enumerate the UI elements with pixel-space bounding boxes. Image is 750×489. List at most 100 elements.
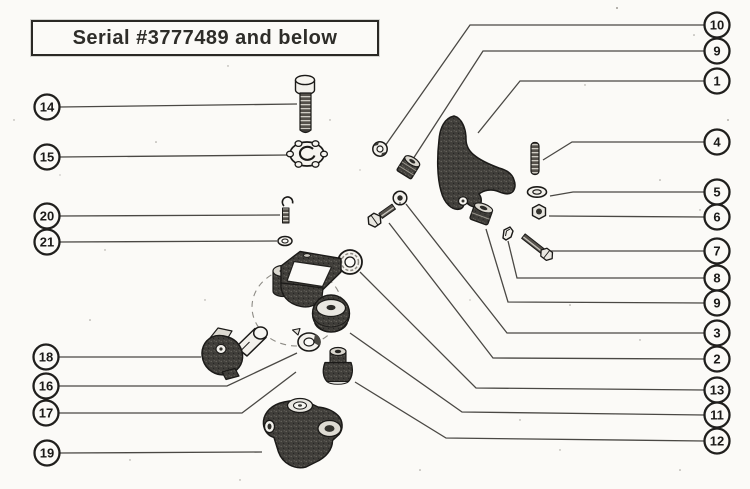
callout-5-group bbox=[549, 191, 704, 197]
callout-bubble-6-13: 6 bbox=[703, 203, 731, 231]
callout-bubble-19-7: 19 bbox=[33, 439, 61, 467]
callout-bubble-14-0: 14 bbox=[33, 93, 61, 121]
callout-16-group bbox=[59, 352, 298, 387]
callout-number: 12 bbox=[710, 434, 724, 449]
threaded-stud-icon bbox=[530, 141, 540, 176]
leader-line bbox=[359, 271, 705, 391]
leader-line bbox=[59, 451, 263, 454]
leader-line bbox=[354, 381, 705, 442]
callout-bubble-17-6: 17 bbox=[32, 399, 60, 427]
flat-washer-icon bbox=[526, 186, 548, 199]
leader-line bbox=[485, 228, 705, 304]
callout-number: 20 bbox=[40, 209, 54, 224]
small-nut-icon bbox=[392, 190, 408, 206]
leader-line bbox=[349, 332, 705, 416]
callout-11-group bbox=[349, 332, 705, 416]
callout-circle bbox=[32, 399, 60, 427]
callout-number: 13 bbox=[710, 383, 724, 398]
callout-number: 15 bbox=[40, 150, 54, 165]
callout-circle bbox=[703, 289, 731, 317]
callout-number: 7 bbox=[713, 244, 720, 259]
callout-number: 8 bbox=[713, 271, 720, 286]
callout-2-group bbox=[388, 222, 705, 360]
callout-circle bbox=[33, 228, 61, 256]
ribbed-spacer-icon bbox=[396, 155, 421, 180]
pivot-bolt-icon bbox=[294, 74, 316, 134]
leader-line bbox=[59, 371, 297, 414]
callout-bubble-2-18: 2 bbox=[703, 345, 731, 373]
callout-circle bbox=[703, 128, 731, 156]
callout-number: 9 bbox=[713, 44, 720, 59]
callout-bubble-9-16: 9 bbox=[703, 289, 731, 317]
callout-circle bbox=[703, 37, 731, 65]
callout-1-group bbox=[477, 80, 704, 134]
callout-21-group bbox=[59, 240, 278, 243]
callout-number: 10 bbox=[710, 18, 724, 33]
callout-bubble-13-19: 13 bbox=[703, 376, 731, 404]
callout-number: 16 bbox=[39, 379, 53, 394]
callout-bubble-8-15: 8 bbox=[703, 264, 731, 292]
serial-range-label: Serial #3777489 and below bbox=[31, 20, 379, 56]
callout-number: 17 bbox=[39, 406, 53, 421]
pivot-screw-icon bbox=[367, 203, 396, 228]
callout-6-group bbox=[548, 215, 705, 218]
callout-bubble-16-5: 16 bbox=[32, 372, 60, 400]
callout-circle bbox=[703, 345, 731, 373]
callout-bubble-21-3: 21 bbox=[33, 228, 61, 256]
leader-line bbox=[388, 222, 705, 360]
parts-layer bbox=[201, 74, 554, 469]
callout-number: 18 bbox=[39, 350, 53, 365]
leader-lines-layer bbox=[59, 24, 705, 454]
retainer-clip-icon bbox=[502, 226, 514, 241]
callout-number: 1 bbox=[713, 74, 720, 89]
callout-circle bbox=[703, 67, 731, 95]
callout-bubble-5-12: 5 bbox=[703, 178, 731, 206]
callout-circle bbox=[32, 343, 60, 371]
callout-bubble-1-10: 1 bbox=[703, 67, 731, 95]
callout-bubble-11-20: 11 bbox=[703, 401, 731, 429]
swivel-pin-icon bbox=[201, 326, 269, 381]
leader-line bbox=[59, 103, 298, 108]
callout-circle bbox=[33, 143, 61, 171]
leader-line bbox=[412, 50, 704, 160]
callout-number: 21 bbox=[40, 235, 54, 250]
callout-9-group bbox=[485, 228, 705, 304]
callout-15-group bbox=[59, 154, 290, 158]
leader-line bbox=[549, 191, 704, 197]
lock-tab-washer-icon bbox=[291, 327, 321, 352]
callout-number: 6 bbox=[713, 210, 720, 225]
callout-bubble-7-14: 7 bbox=[703, 237, 731, 265]
callout-bubble-15-1: 15 bbox=[33, 143, 61, 171]
callout-bubble-3-17: 3 bbox=[703, 319, 731, 347]
callout-9-group bbox=[412, 50, 704, 160]
callout-circle bbox=[703, 237, 731, 265]
clamp-block-icon bbox=[262, 397, 343, 469]
callout-bubble-10-8: 10 bbox=[703, 11, 731, 39]
callout-bubble-4-11: 4 bbox=[703, 128, 731, 156]
callout-circle bbox=[32, 372, 60, 400]
callout-14-group bbox=[59, 103, 298, 108]
paper-speckles bbox=[13, 7, 729, 481]
callout-number: 19 bbox=[40, 446, 54, 461]
callout-12-group bbox=[354, 381, 705, 442]
callout-circle bbox=[703, 203, 731, 231]
flanged-bushing-icon bbox=[322, 346, 354, 385]
leader-line bbox=[542, 141, 704, 161]
callout-bubble-20-2: 20 bbox=[33, 202, 61, 230]
leader-line bbox=[59, 154, 290, 158]
clamp-bolt-icon bbox=[521, 233, 554, 262]
swivel-casting-icon bbox=[436, 115, 516, 211]
callout-number: 9 bbox=[713, 296, 720, 311]
leader-line bbox=[59, 214, 281, 217]
callout-circle bbox=[33, 93, 61, 121]
leader-line bbox=[548, 215, 705, 218]
callout-3-group bbox=[405, 203, 704, 334]
steering-arm-bracket-icon bbox=[272, 250, 351, 333]
callout-bubble-12-21: 12 bbox=[703, 427, 731, 455]
tab-washer-icon bbox=[285, 140, 329, 168]
callout-17-group bbox=[59, 371, 297, 414]
callout-19-group bbox=[59, 451, 263, 454]
